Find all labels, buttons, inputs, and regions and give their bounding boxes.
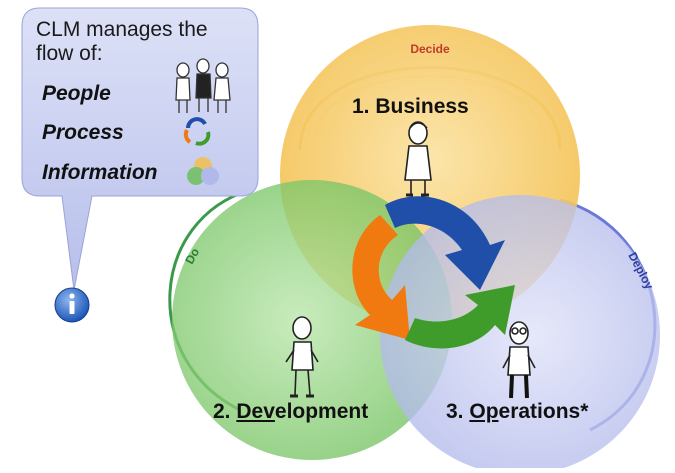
operations-person-icon [502,321,536,399]
info-icon[interactable] [54,287,90,323]
flow-item-people: People [42,82,111,105]
arrow-blue [385,196,505,290]
operations-label: 3. Operations* [446,400,588,424]
development-text-rest: elopment [274,400,369,423]
arrow-green [405,285,515,349]
cycle-arrows [352,196,515,349]
flow-item-information: Information [42,161,158,184]
development-label: 2. Development [213,400,368,424]
overlapping-circles-icon [187,157,219,185]
callout-headline-line1: CLM manages the [36,18,208,41]
arrow-orange [352,215,410,340]
business-number: 1. [352,95,370,118]
decide-arc-label: Decide [410,42,450,56]
callout-headline-line2: flow of: [36,42,103,65]
callout-text: CLM manages the flow of: [36,18,246,66]
flow-item-process: Process [42,121,124,144]
development-person-icon [285,316,319,398]
operations-number: 3. [446,400,464,423]
cycle-arrows-icon [183,117,211,146]
business-person-icon [404,121,432,197]
business-label: 1. Business [352,95,469,119]
do-arc-label: Do [182,246,202,267]
people-icon [175,58,231,113]
development-text-underlined: Dev [236,400,275,423]
operations-text-rest: erations* [498,400,589,423]
development-number: 2. [213,400,231,423]
operations-text-underlined: Op [469,400,499,423]
business-text: Business [375,95,469,118]
